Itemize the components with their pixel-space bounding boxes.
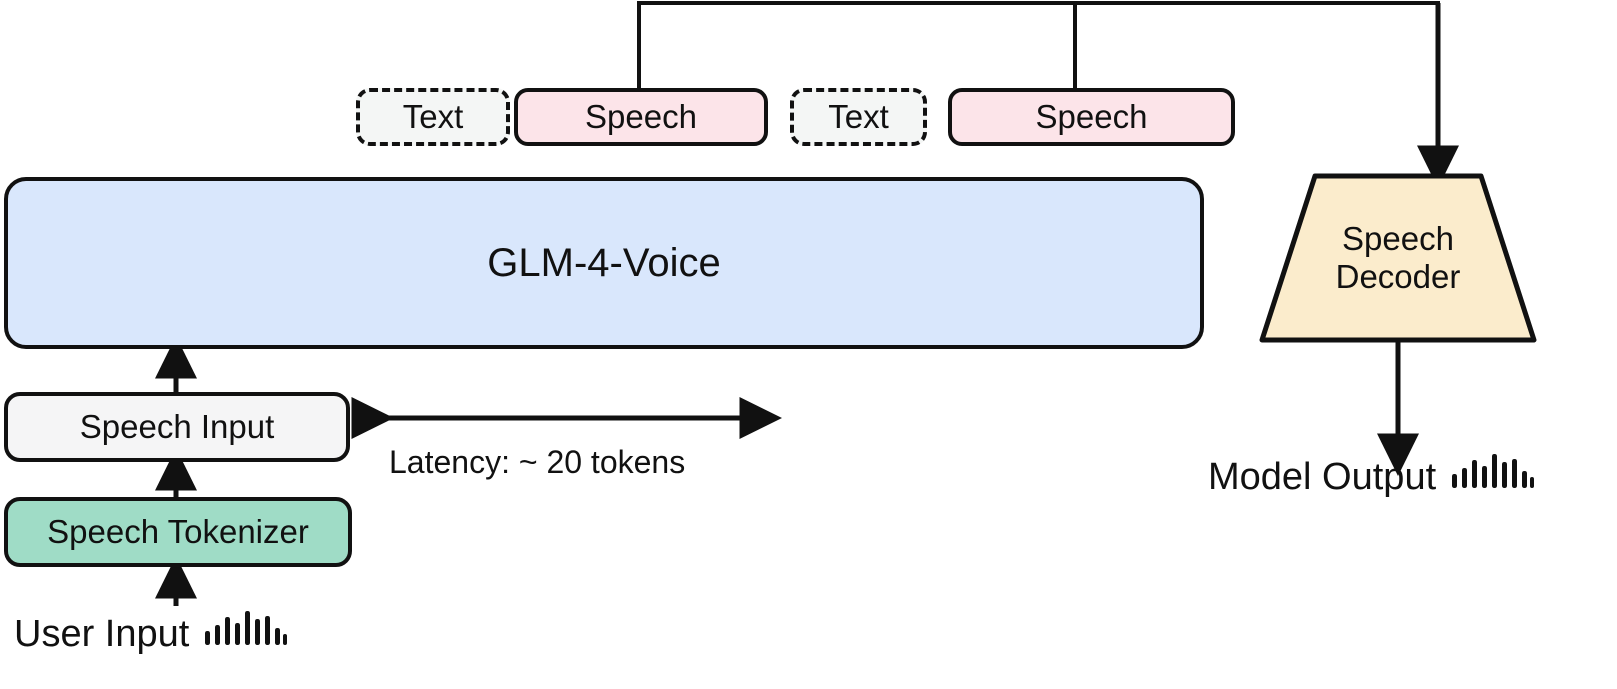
model-block-glm4voice[interactable]: GLM-4-Voice <box>4 177 1204 349</box>
token-chip-label: Text <box>828 97 889 135</box>
speech-input-label: Speech Input <box>79 407 275 445</box>
speech-tokenizer-label: Speech Tokenizer <box>47 512 309 550</box>
user-input-label: User Input <box>14 607 288 661</box>
token-chip-text-2[interactable]: Text <box>790 88 927 146</box>
model-output-label: Model Output <box>1208 450 1535 504</box>
model-block-label: GLM-4-Voice <box>487 240 721 285</box>
token-chip-speech-2[interactable]: Speech <box>948 88 1235 146</box>
token-chip-text-1[interactable]: Text <box>356 88 510 146</box>
model-output-text: Model Output <box>1208 455 1437 498</box>
user-input-text: User Input <box>14 612 190 655</box>
token-chip-speech-1[interactable]: Speech <box>514 88 768 146</box>
latency-caption: Latency: ~ 20 tokens <box>389 444 685 481</box>
speech-decoder-node[interactable]: Speech Decoder <box>1258 172 1538 344</box>
speech-tokenizer-box[interactable]: Speech Tokenizer <box>4 497 352 567</box>
token-chip-label: Speech <box>585 97 697 135</box>
speech-input-box[interactable]: Speech Input <box>4 392 350 462</box>
latency-caption-label: Latency: ~ 20 tokens <box>389 444 686 480</box>
token-chip-label: Speech <box>1035 97 1148 135</box>
token-chip-label: Text <box>402 97 464 135</box>
audio-waveform-icon <box>203 607 288 661</box>
audio-waveform-icon <box>1450 450 1535 504</box>
